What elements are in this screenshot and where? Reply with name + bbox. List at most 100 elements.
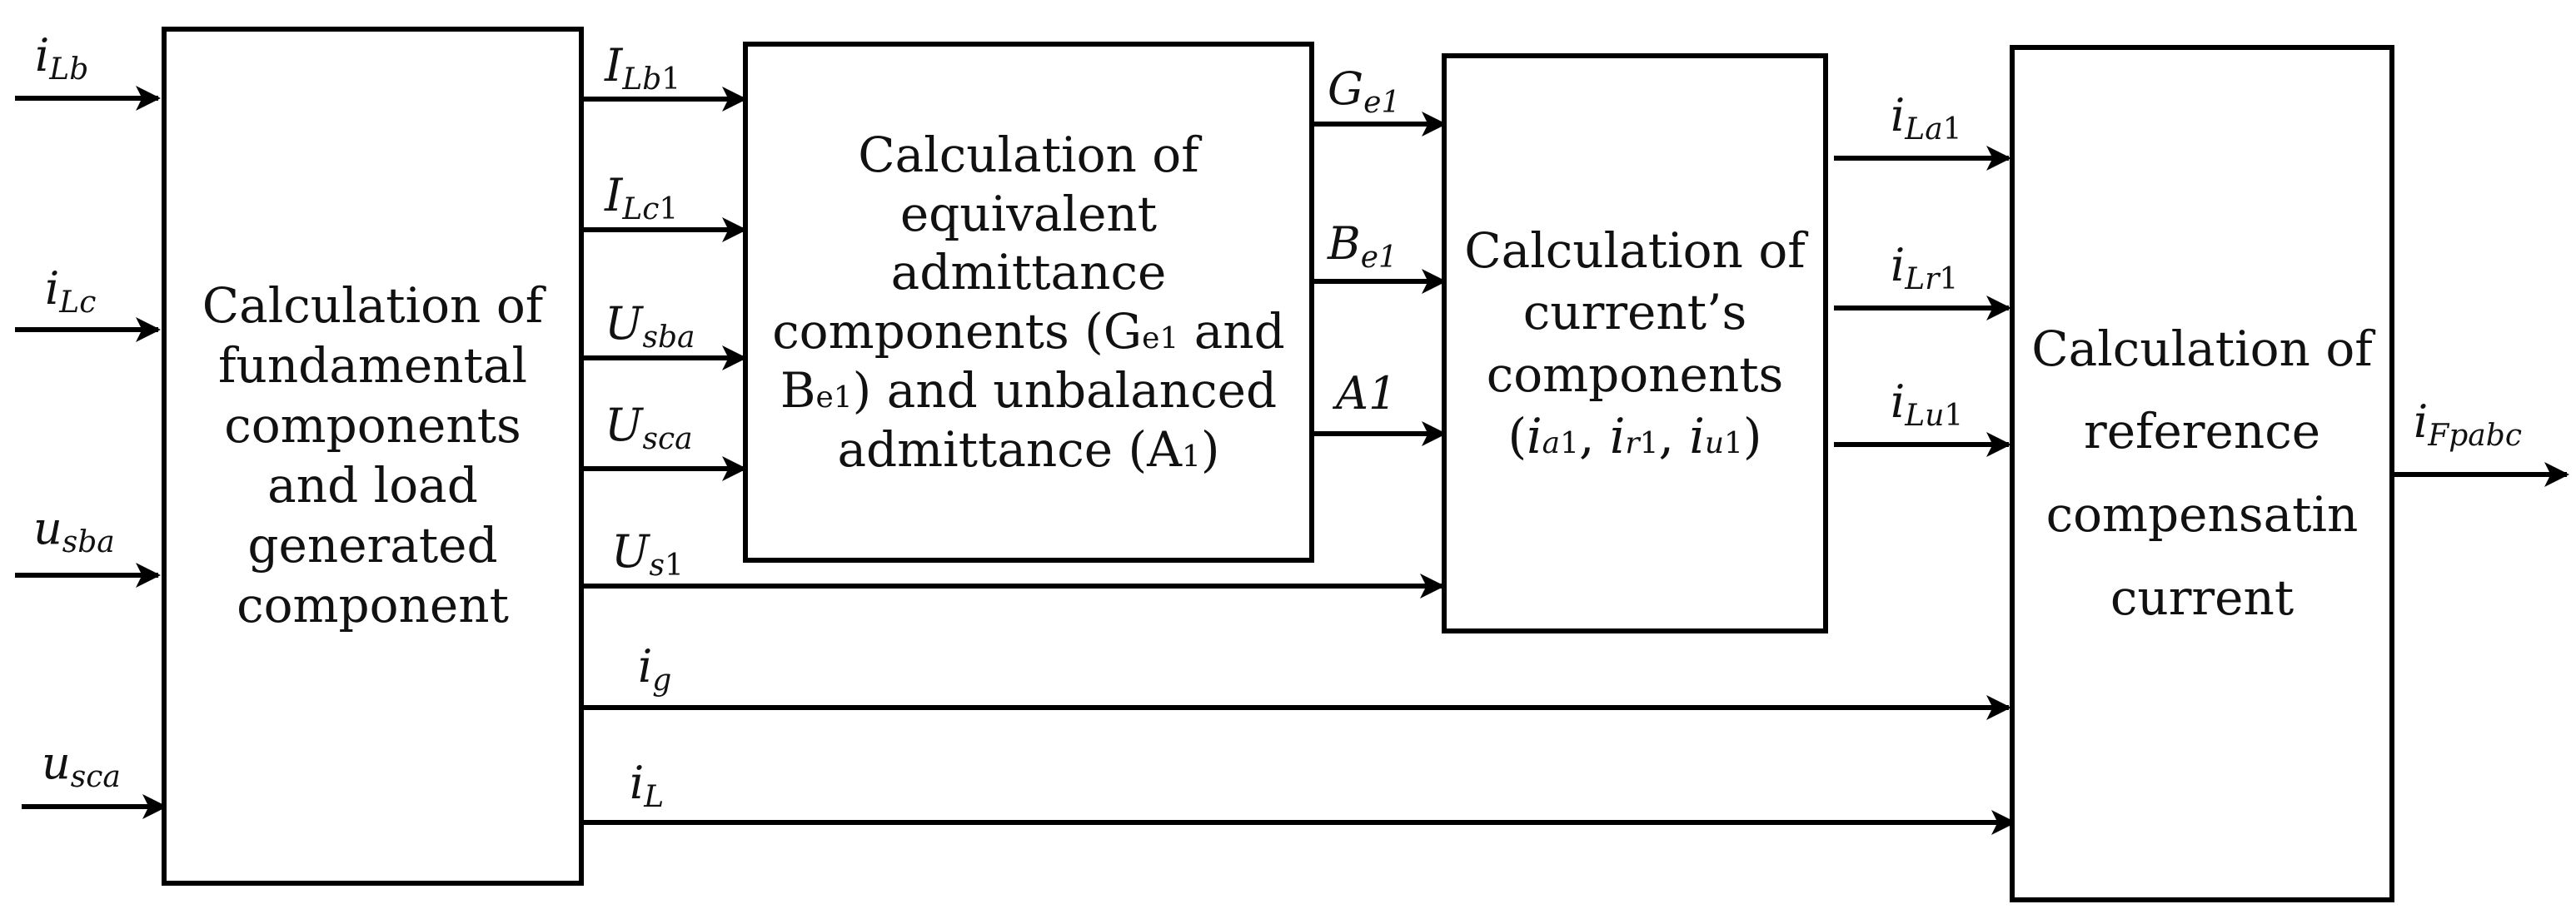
- reference-current-block: Calculation of reference compensatin cur…: [2010, 45, 2394, 902]
- label-ILc1: ILc1: [605, 173, 678, 225]
- admittance-text-part: and: [1178, 303, 1285, 360]
- signal-symbol: i: [2414, 395, 2429, 448]
- signal-symbol: u: [42, 737, 71, 789]
- signal-subscript: Lc: [59, 286, 97, 320]
- signal-subscript-num: 1: [665, 549, 684, 584]
- signal-subscript: Lr1: [1905, 262, 1958, 296]
- label-ILb1: ILb1: [605, 43, 680, 95]
- admittance-block: Calculation of equivalent admittance com…: [743, 42, 1314, 563]
- current-symbol: i: [1527, 407, 1542, 464]
- signal-subscript: Lc1: [622, 192, 678, 226]
- signal-symbol: G: [1328, 62, 1364, 115]
- reference-line: current: [2110, 569, 2294, 626]
- signal-subscript: Lb1: [622, 62, 680, 97]
- signal-subscript: e1: [1360, 241, 1398, 276]
- label-A1: A1: [1336, 371, 1397, 416]
- signal-subscript-text: La: [1905, 112, 1943, 147]
- reference-current-text: Calculation of reference compensatin cur…: [2031, 308, 2372, 640]
- fundamental-components-block: Calculation of fundamental components an…: [162, 27, 584, 886]
- admittance-text: Calculation of equivalent admittance com…: [772, 126, 1285, 479]
- input-label-iLb: iLb: [35, 33, 88, 85]
- currents-components-text: Calculation of current’s components (ia1…: [1464, 220, 1805, 467]
- current-subscript: a: [1542, 425, 1561, 460]
- current-subscript-num: 1: [1560, 425, 1579, 460]
- signal-subscript: Lu1: [1905, 399, 1963, 433]
- signal-subscript: sca: [642, 422, 693, 457]
- currents-line: Calculation of: [1464, 222, 1806, 280]
- admittance-subscript: 1: [1182, 439, 1201, 474]
- fundamental-line: and load: [267, 457, 478, 514]
- admittance-line: equivalent: [899, 185, 1158, 242]
- signal-symbol: i: [35, 29, 50, 82]
- admittance-line: components (Ge1 and: [772, 303, 1285, 360]
- admittance-line: Be1) and unbalanced: [780, 362, 1277, 419]
- signal-subscript: Lb: [49, 52, 89, 87]
- fundamental-line: generated: [247, 516, 498, 574]
- signal-symbol: i: [1891, 375, 1906, 428]
- signal-subscript-text: Lb: [622, 62, 662, 97]
- currents-line: current’s: [1522, 284, 1747, 341]
- signal-subscript: s1: [650, 549, 684, 583]
- signal-subscript-text: Lr: [1905, 262, 1940, 297]
- fundamental-line: components: [224, 397, 521, 455]
- fundamental-line: fundamental: [218, 337, 527, 395]
- current-subscript-num: 1: [1639, 425, 1659, 460]
- currents-line: components: [1486, 345, 1784, 403]
- signal-symbol: B: [1328, 217, 1361, 270]
- signal-symbol: i: [1891, 89, 1906, 142]
- admittance-subscript: e1: [815, 380, 853, 415]
- admittance-line: admittance (A1): [837, 421, 1219, 478]
- signal-symbol: U: [605, 399, 643, 451]
- label-Us1: Us1: [611, 529, 684, 581]
- current-symbol: i: [1609, 407, 1626, 464]
- current-subscript-num: 1: [1724, 425, 1743, 460]
- label-Ge1: Ge1: [1328, 67, 1400, 118]
- signal-subscript-num: 1: [1942, 112, 1962, 147]
- signal-symbol: U: [611, 525, 650, 578]
- label-iFpabc: iFpabc: [2414, 400, 2522, 451]
- admittance-line: admittance: [890, 244, 1167, 301]
- current-subscript: u: [1704, 425, 1725, 460]
- label-Usca: Usca: [605, 403, 693, 455]
- admittance-subscript: e1: [1142, 321, 1179, 355]
- label-iLr1: iLr1: [1891, 243, 1958, 295]
- signal-subscript: L: [644, 780, 665, 815]
- current-subscript: r: [1625, 425, 1640, 460]
- fundamental-line: Calculation of: [202, 277, 544, 335]
- reference-line: reference: [2083, 403, 2321, 460]
- signal-subscript-num: 1: [1939, 262, 1959, 297]
- admittance-text-part: components (G: [772, 303, 1143, 360]
- signal-subscript: Fpabc: [2428, 419, 2522, 454]
- separator: ,: [1578, 407, 1610, 464]
- input-label-usca: usca: [42, 741, 121, 792]
- admittance-text-part: ) and unbalanced: [852, 361, 1278, 419]
- signal-subscript: sca: [70, 760, 121, 795]
- signal-symbol: i: [630, 757, 645, 809]
- signal-symbol: i: [1891, 239, 1906, 291]
- admittance-text-part: B: [780, 361, 816, 419]
- admittance-text-part: ): [1200, 420, 1220, 478]
- signal-subscript: sba: [62, 525, 115, 560]
- signal-subscript-num: 1: [661, 62, 681, 97]
- fundamental-line: component: [237, 576, 509, 633]
- current-symbol: i: [1689, 407, 1705, 464]
- signal-subscript-text: Lc: [622, 192, 660, 227]
- label-Usba: Usba: [605, 301, 695, 353]
- reference-line: Calculation of: [2031, 320, 2373, 377]
- label-iLa1: iLa1: [1891, 93, 1962, 145]
- paren: ): [1742, 407, 1762, 464]
- signal-subscript-text: Lu: [1905, 399, 1945, 434]
- label-iLu1: iLu1: [1891, 380, 1963, 431]
- reference-line: compensatin: [2045, 486, 2359, 543]
- paren: (: [1507, 407, 1527, 464]
- currents-components-block: Calculation of current’s components (ia1…: [1442, 53, 1828, 633]
- separator: ,: [1658, 407, 1690, 464]
- signal-symbol: i: [45, 262, 60, 315]
- signal-symbol: A1: [1336, 367, 1398, 420]
- label-Be1: Be1: [1328, 221, 1398, 273]
- signal-symbol: U: [605, 297, 643, 350]
- signal-subscript: e1: [1363, 86, 1401, 121]
- signal-symbol: i: [638, 640, 653, 693]
